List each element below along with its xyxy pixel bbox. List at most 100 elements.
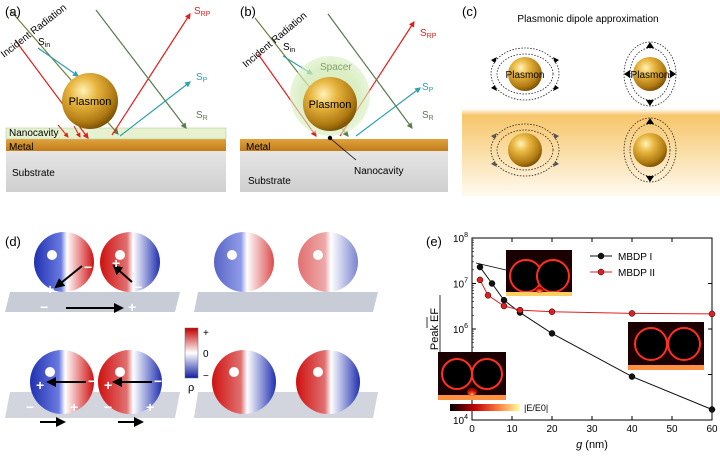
svg-text:+: +	[70, 399, 78, 415]
panel-d-floor-ul	[5, 292, 180, 312]
y-tick-label: 106	[453, 323, 468, 336]
svg-text:+: +	[146, 399, 154, 415]
y-tick-label: 104	[453, 414, 468, 427]
legend-marker-1	[597, 268, 605, 276]
data-point	[548, 330, 556, 337]
panel-d-sphere-ul2	[100, 232, 160, 292]
svg-text:−: −	[84, 259, 92, 275]
svg-text:+: +	[128, 299, 136, 315]
svg-text:+: +	[112, 255, 120, 271]
data-point	[476, 263, 484, 271]
data-point	[476, 276, 484, 284]
panel-a-srp-label: SRP	[194, 6, 211, 18]
x-tick-label: 30	[586, 424, 598, 435]
panel-d-dipole-arrows	[40, 264, 152, 427]
panel-a-metal-label: Metal	[9, 142, 33, 153]
panel-a-sr-ray	[95, 9, 187, 129]
panel-b-substrate-label: Substrate	[248, 176, 291, 187]
panel-b-metal-layer	[240, 139, 448, 151]
panel-a-label: (a)	[5, 4, 21, 19]
x-tick-label: 10	[506, 424, 518, 435]
panel-c-plasmon-right	[633, 57, 667, 91]
y-tick-label: 107	[453, 278, 468, 291]
inset-top	[506, 250, 572, 296]
panel-a-ray-small1	[57, 124, 69, 138]
panel-c-image-right	[633, 133, 667, 167]
panel-e: (e) 0102030405060104105106107108g (nm)Pe…	[426, 232, 718, 451]
inset-colorbar-label: |E/E0|	[524, 403, 548, 413]
panel-c-label: (c)	[462, 4, 477, 19]
panel-d-sphere-lr1	[212, 350, 276, 414]
panel-c-plasmon-left-label: Plasmon	[506, 70, 545, 81]
panel-a-substrate	[6, 150, 226, 192]
panel-a-ray-small2	[73, 125, 81, 138]
panel-a-sp-ray	[119, 81, 191, 137]
svg-text:+: +	[46, 281, 54, 297]
inset-pointer-top	[475, 262, 507, 271]
panel-d-label: (d)	[5, 234, 21, 249]
svg-text:−: −	[134, 279, 142, 295]
panel-d: (d) −	[5, 232, 378, 427]
panel-c-plasmon-right-label: Plasmon	[631, 70, 670, 81]
legend-marker-0	[597, 252, 605, 260]
panel-b-metal-label: Metal	[246, 142, 270, 153]
panel-a-plasmon-sphere	[62, 73, 118, 129]
data-point	[484, 292, 492, 299]
svg-text:−: −	[154, 373, 162, 389]
panel-a-sr-label: SR	[196, 110, 208, 122]
panel-d-colorbar-zero: 0	[203, 349, 209, 360]
panel-d-charge-signs: −+ +− −+ +− +− −+ −+	[26, 255, 162, 415]
panel-d-highlight-ul1	[47, 250, 57, 260]
panel-b-sr-label: SR	[422, 110, 434, 122]
x-tick-label: 20	[546, 424, 558, 435]
panel-b-label: (b)	[240, 4, 256, 19]
panel-a-srp-ray	[111, 12, 191, 136]
svg-text:−: −	[40, 299, 48, 315]
panel-b-spacer-label: Spacer	[320, 62, 352, 73]
data-point	[708, 406, 716, 413]
panel-b-sp-ray	[355, 87, 421, 137]
panel-c-title: Plasmonic dipole approximation	[517, 14, 658, 25]
panel-d-colorbar-symbol: ρ	[188, 382, 194, 394]
data-point	[628, 373, 636, 380]
panel-c-arrowheads	[491, 42, 676, 182]
x-tick-label: 40	[626, 424, 638, 435]
panel-d-highlight-ur1	[227, 250, 237, 260]
x-tick-label: 60	[706, 424, 718, 435]
x-tick-label: 0	[469, 424, 475, 435]
panel-d-sphere-ur2	[298, 232, 358, 292]
data-point	[548, 308, 556, 315]
panel-a-substrate-label: Substrate	[12, 168, 55, 179]
panel-b-incident-label: Incident Radiation	[241, 10, 309, 70]
panel-d-highlight-ul2	[115, 250, 125, 260]
data-point	[500, 296, 508, 304]
panel-d-highlight-lr2	[313, 367, 323, 377]
panel-b-plasmon-sphere	[303, 77, 357, 131]
inset-colorbar	[450, 404, 520, 411]
data-point	[500, 302, 508, 310]
svg-text:−: −	[26, 399, 34, 415]
panel-d-colorbar	[184, 327, 199, 379]
panel-b: (b) Incident Radiation Sin SRP SP SR Spa…	[240, 4, 448, 192]
y-tick-label: 108	[453, 232, 468, 245]
legend-label-1: MBDP II	[618, 268, 655, 279]
panel-b-nanocavity-label: Nanocavity	[354, 166, 403, 177]
panel-b-sp-label: SP	[422, 82, 434, 94]
panel-d-sphere-ur1	[214, 232, 274, 292]
panel-c: (c) Plasmonic dipole approximation Plasm…	[462, 4, 720, 196]
panel-c-image-left	[508, 133, 542, 167]
panel-a-sin-label: Sin	[38, 37, 50, 49]
panel-d-highlight-ur2	[313, 250, 323, 260]
legend-label-0: MBDP I	[618, 252, 652, 263]
panel-a-sp-label: SP	[196, 72, 208, 84]
panel-d-highlight-lr1	[229, 367, 239, 377]
svg-text:+: +	[104, 377, 112, 393]
panel-d-highlight-ll1	[45, 367, 55, 377]
data-point	[628, 310, 636, 317]
panel-b-sr-ray	[327, 13, 413, 129]
panel-a-plasmon-label: Plasmon	[69, 96, 112, 108]
panel-b-srp-label: SRP	[420, 28, 437, 40]
panel-a-incident-teal	[37, 47, 79, 77]
y-axis-label: Peak EF	[429, 308, 441, 350]
panel-d-highlight-ll2	[115, 367, 125, 377]
